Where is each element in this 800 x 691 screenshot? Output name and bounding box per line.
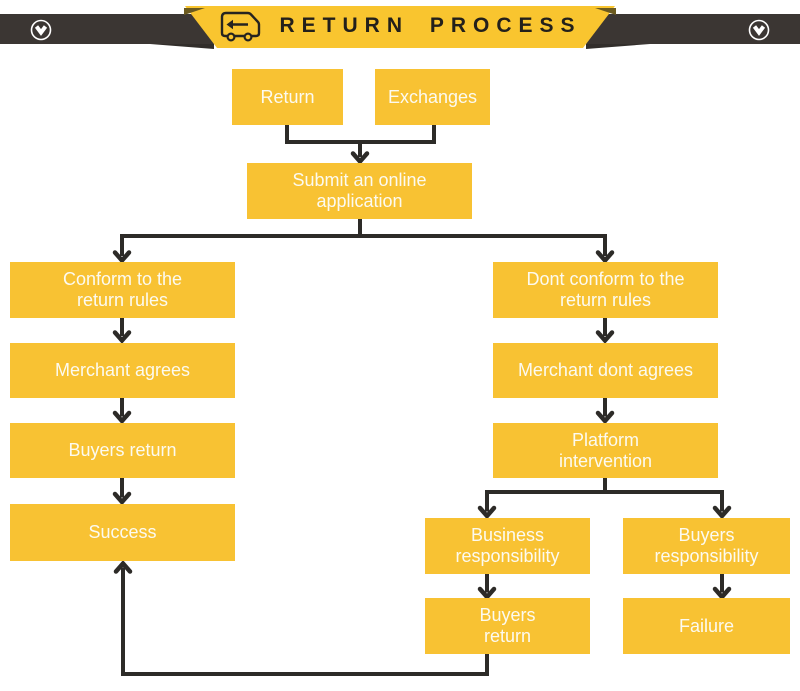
banner-shadow-right [586,44,650,49]
banner-fold-right [595,8,616,15]
node-label: Buyers return [479,605,536,646]
node-label: Platform intervention [558,429,653,471]
node-dont-conform-rules: Dont conform to the return rules [493,262,718,318]
node-buyers-return-2: Buyers return [425,598,590,654]
node-exchanges: Exchanges [375,69,490,125]
node-label: Return [260,86,315,107]
banner-shadow-left [150,44,214,49]
banner-ribbon: RETURN PROCESS [185,6,615,48]
node-label: Failure [678,615,735,636]
node-merchant-dont-agrees: Merchant dont agrees [493,343,718,398]
node-merchant-agrees: Merchant agrees [10,343,235,398]
node-failure: Failure [623,598,790,654]
chevron-down-circle-icon-left[interactable] [29,18,53,42]
node-label: Buyers responsibility [654,525,759,566]
node-label: Business responsibility [455,525,560,566]
node-label: Buyers return [68,440,177,460]
node-submit-application: Submit an online application [247,163,472,219]
chevron-down-circle-icon-right[interactable] [747,18,771,42]
node-label: Exchanges [387,86,478,107]
node-success: Success [10,504,235,561]
return-truck-icon [218,10,262,44]
node-label: Merchant agrees [54,360,191,380]
node-return: Return [232,69,343,125]
node-label: Success [88,522,157,542]
node-platform-intervention: Platform intervention [493,423,718,478]
node-label: Submit an online application [292,170,427,211]
node-conform-rules: Conform to the return rules [10,262,235,318]
page-title: RETURN PROCESS [279,14,582,37]
node-business-responsibility: Business responsibility [425,518,590,574]
banner-fold-left [184,8,205,15]
node-buyers-return: Buyers return [10,423,235,478]
node-label: Dont conform to the return rules [526,269,685,310]
node-label: Merchant dont agrees [517,360,694,380]
node-buyers-responsibility: Buyers responsibility [623,518,790,574]
node-label: Conform to the return rules [62,269,183,310]
